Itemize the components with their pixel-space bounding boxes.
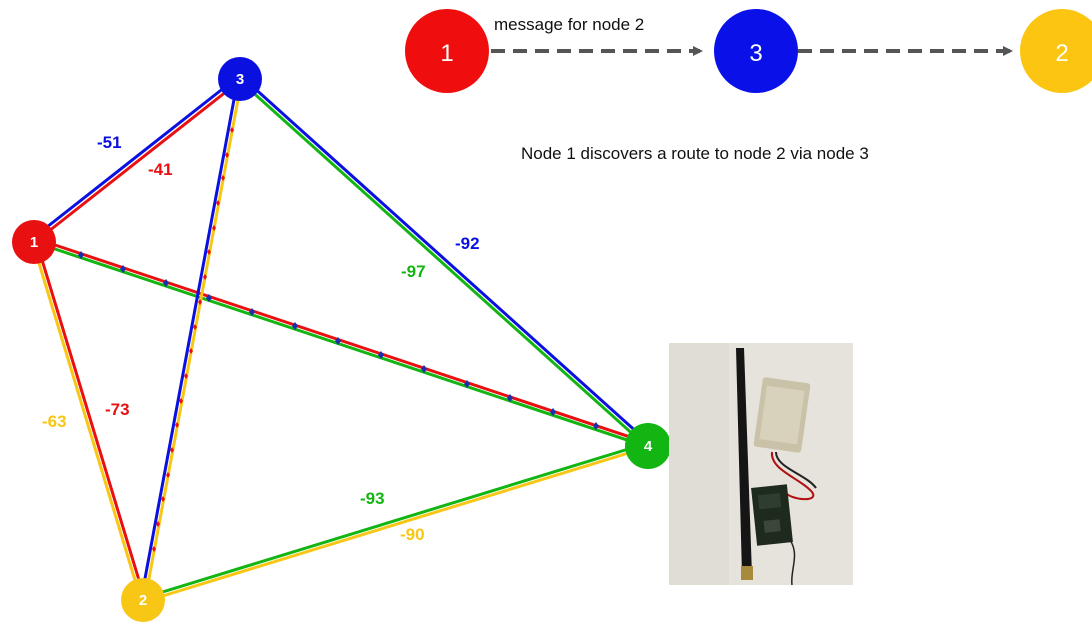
- route-node-3: 3: [714, 9, 798, 93]
- edge-label-1-2-a: -63: [42, 412, 67, 431]
- route-node-3-label: 3: [749, 40, 762, 67]
- edge-1-2: [30, 239, 147, 601]
- edge-3-2-markers: [152, 127, 234, 552]
- route-caption: Node 1 discovers a route to node 2 via n…: [521, 144, 869, 163]
- route-message-label: message for node 2: [494, 15, 644, 34]
- route-diagram: message for node 2 1 3 2 Node 1 discover…: [405, 9, 1092, 163]
- antenna-icon: [736, 348, 753, 580]
- edge-labels: -51 -41 -97 -92 -63 -73 -93 -90: [42, 133, 480, 544]
- edge-label-1-3-b: -41: [148, 160, 173, 179]
- route-node-2: 2: [1020, 9, 1092, 93]
- mesh-node-3-label: 3: [236, 71, 244, 88]
- route-node-1-label: 1: [440, 40, 453, 67]
- mesh-node-2-label: 2: [139, 592, 147, 609]
- edge-2-4: [142, 441, 649, 604]
- edge-label-2-4-b: -90: [400, 525, 425, 544]
- mesh-node-4: 4: [625, 423, 671, 469]
- edge-label-3-4-a: -97: [401, 262, 426, 281]
- hardware-photo: [669, 343, 853, 586]
- edge-label-2-4-a: -93: [360, 489, 385, 508]
- edge-3-4: [236, 75, 652, 448]
- edge-label-1-3-a: -51: [97, 133, 122, 152]
- edge-1-4-markers: [78, 251, 599, 430]
- edge-1-4: [33, 236, 649, 449]
- mesh-node-4-label: 4: [644, 438, 653, 455]
- route-node-1: 1: [405, 9, 489, 93]
- route-node-2-label: 2: [1055, 40, 1068, 67]
- edge-1-3: [32, 74, 242, 244]
- circuit-board-icon: [751, 484, 793, 546]
- mesh-node-3: 3: [218, 57, 262, 101]
- edge-3-2: [139, 77, 244, 601]
- mesh-nodes: 1 3 4 2: [12, 57, 671, 622]
- battery-icon: [753, 377, 811, 453]
- mesh-node-1: 1: [12, 220, 56, 264]
- mesh-node-1-label: 1: [30, 234, 38, 251]
- mesh-edges: [30, 74, 652, 604]
- edge-label-1-2-b: -73: [105, 400, 130, 419]
- mesh-node-2: 2: [121, 578, 165, 622]
- edge-label-3-4-b: -92: [455, 234, 480, 253]
